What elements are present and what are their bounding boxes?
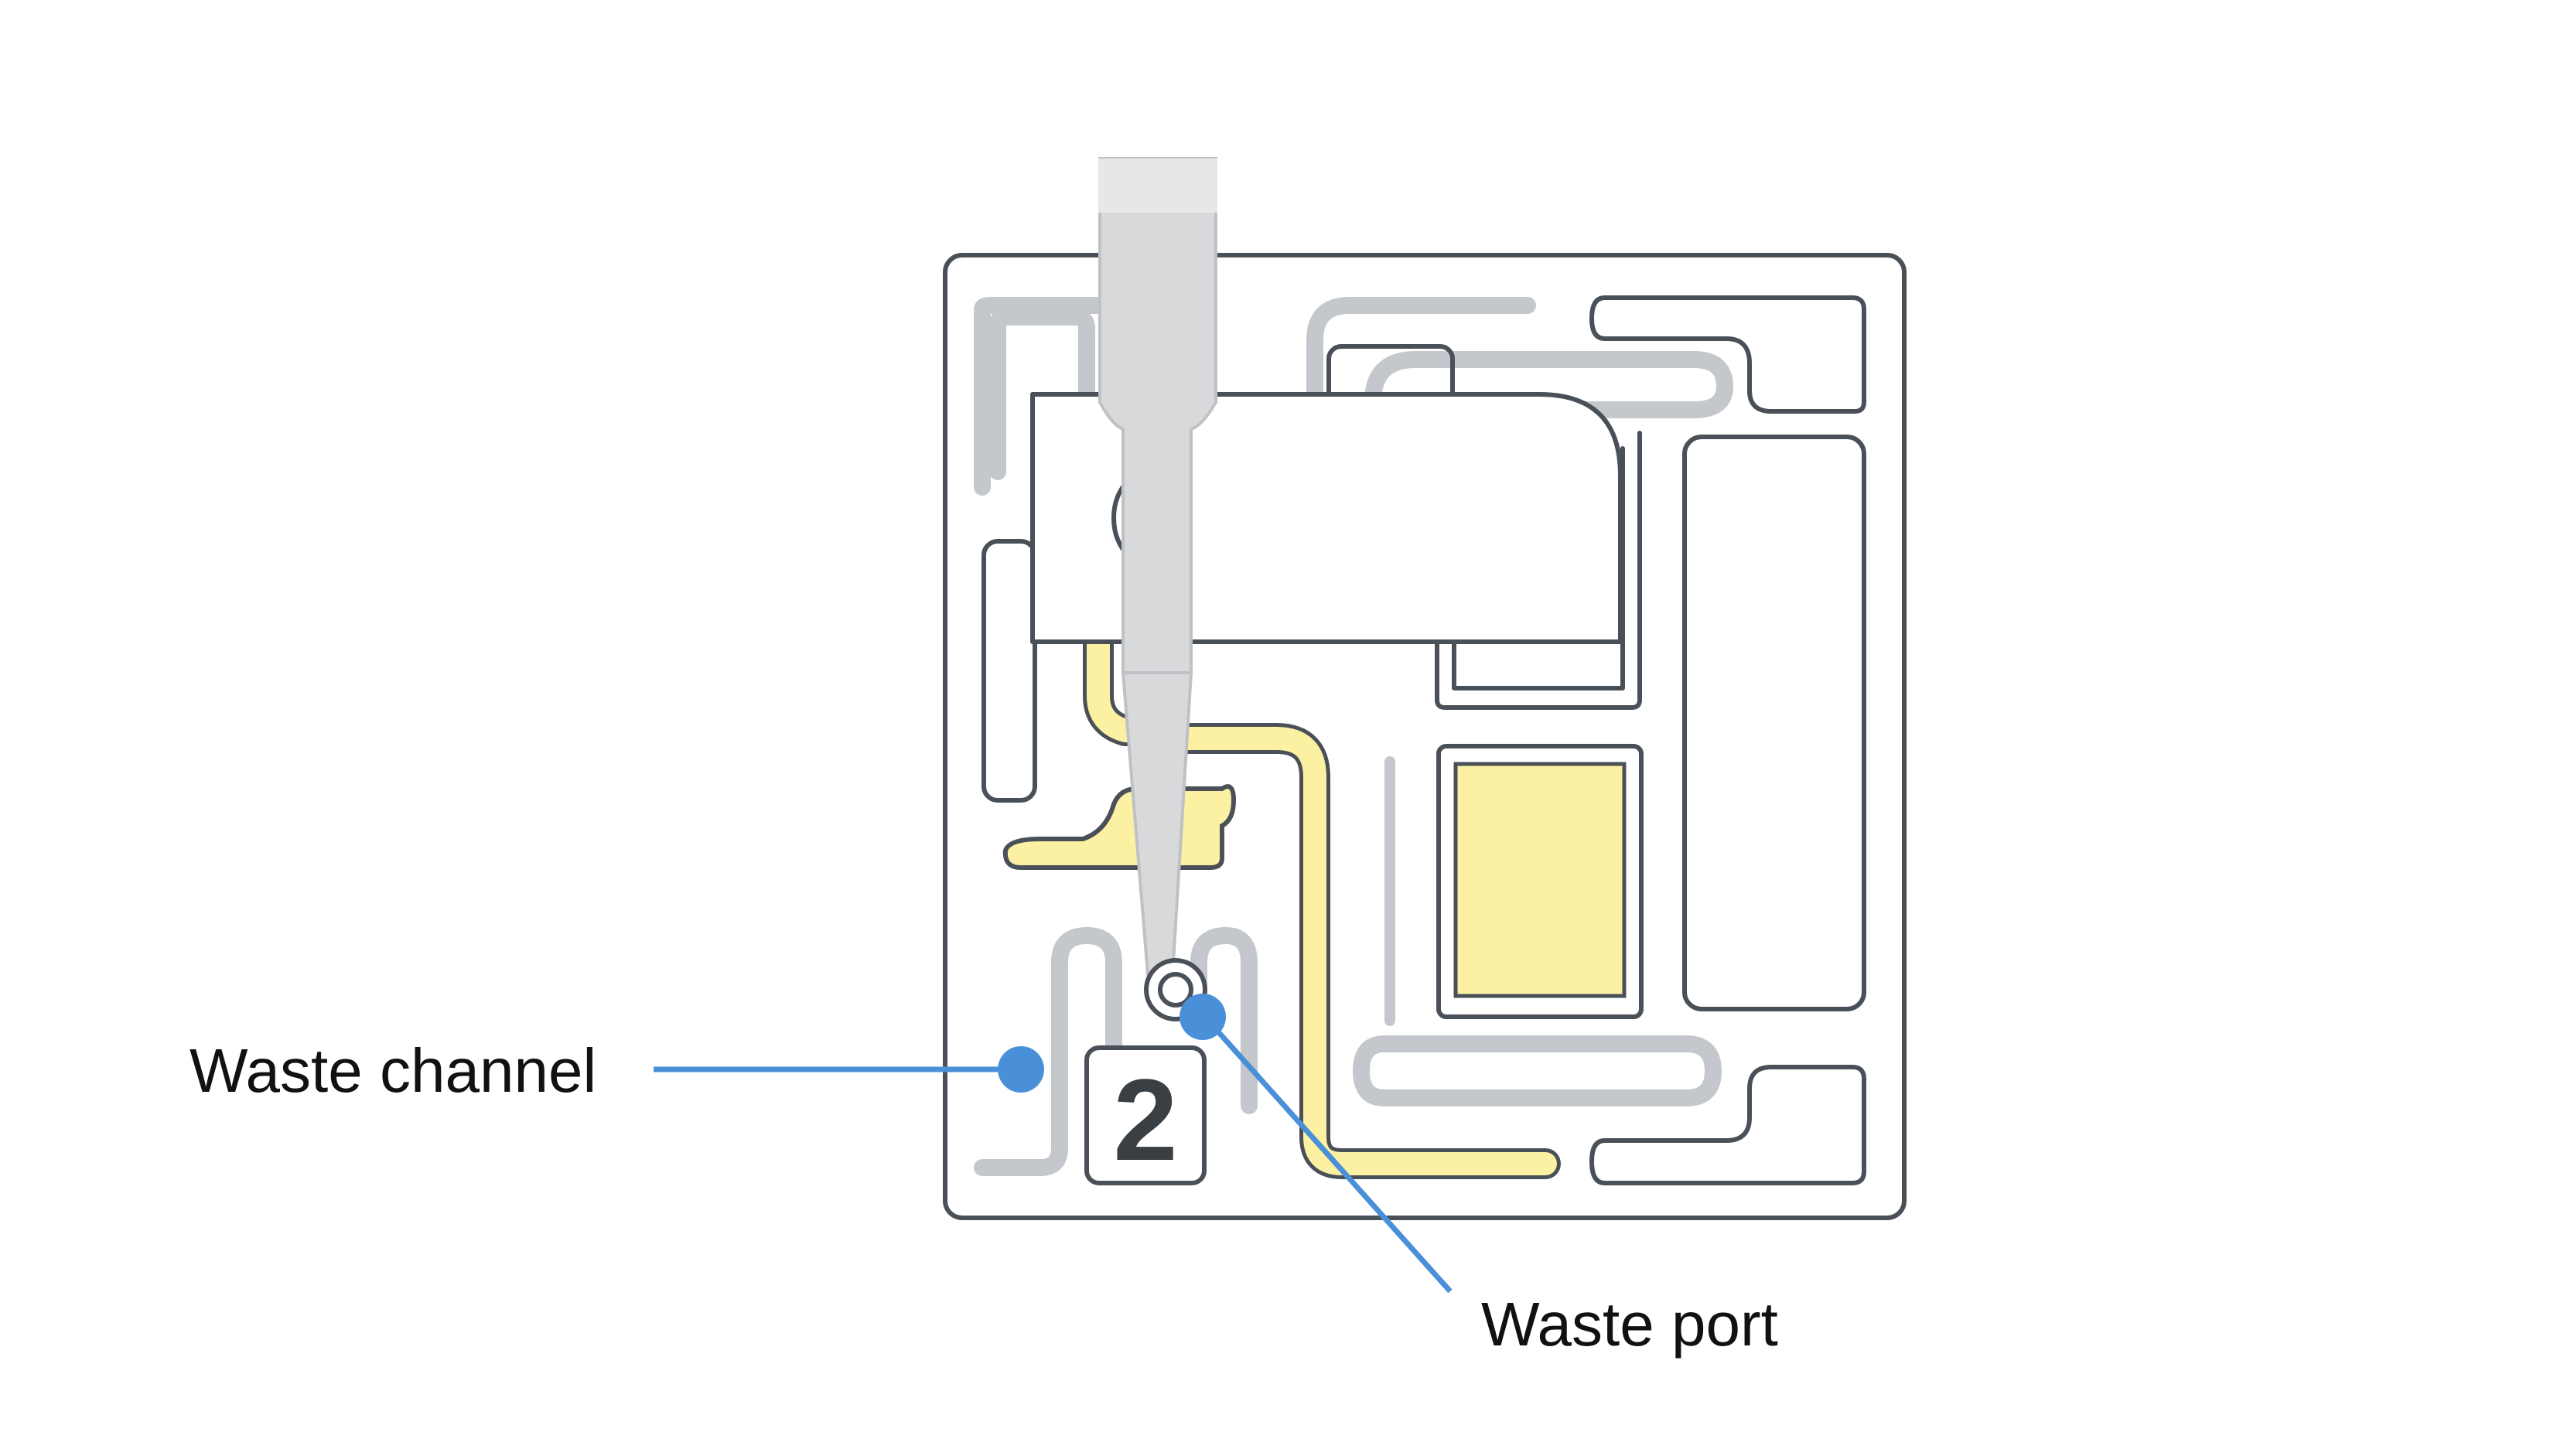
chip-cover-bar [1030, 392, 1623, 644]
waste-channel-label: Waste channel [189, 1036, 596, 1105]
inactive-channels [974, 297, 1733, 1176]
sample-chamber-fill [1453, 762, 1627, 998]
callout-dot [998, 1046, 1044, 1093]
pipette-icon [1098, 157, 1217, 976]
callout-waste-port: Waste port [1179, 994, 1778, 1359]
callout-dot [1179, 994, 1226, 1040]
waste-port-label: Waste port [1481, 1290, 1778, 1359]
callout-waste-channel: Waste channel [189, 1036, 1044, 1105]
lane-number: 2 [1113, 1055, 1177, 1185]
chip: 2 [943, 253, 1907, 1220]
lane-2-badge: 2 [1084, 1045, 1207, 1185]
